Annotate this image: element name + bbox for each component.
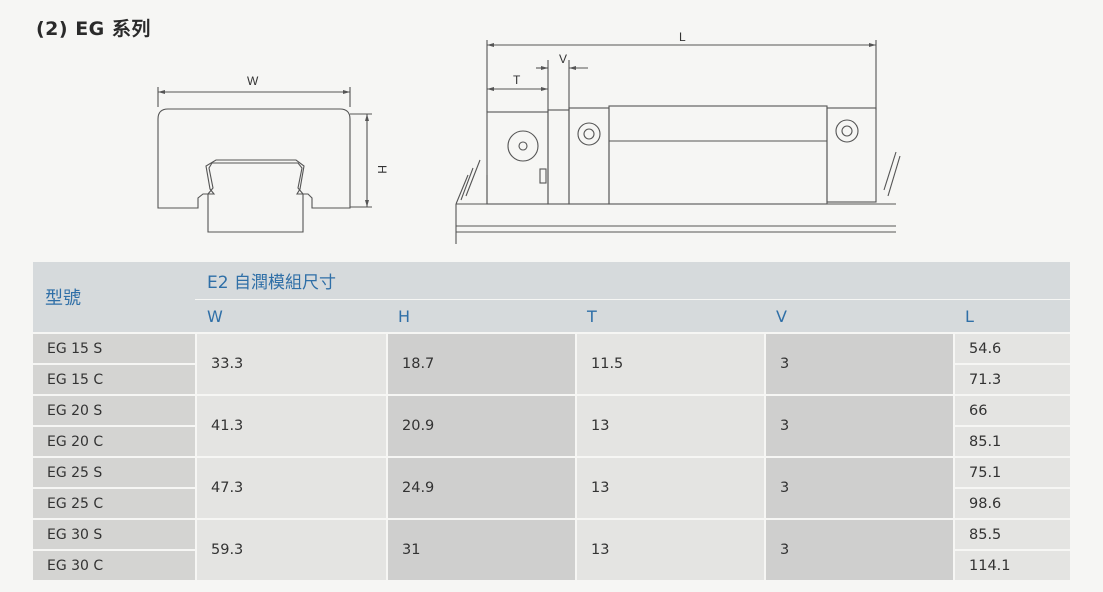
page-heading: (2) EG 系列 — [36, 18, 151, 40]
table-row: EG 25 C 98.6 — [33, 487, 1070, 518]
technical-drawing: W H L T V — [157, 30, 901, 244]
dim-label-l: L — [679, 30, 686, 44]
value-cell-w: 33.3 — [195, 332, 386, 394]
value-cell-l: 114.1 — [953, 549, 1070, 580]
model-cell: EG 15 C — [33, 363, 195, 394]
dim-label-h: H — [375, 165, 389, 174]
dim-label-t: T — [513, 73, 521, 87]
value-cell-l: 98.6 — [953, 487, 1070, 518]
column-header-l: L — [953, 300, 1070, 332]
column-header-t: T — [575, 300, 764, 332]
side-view-drawing — [455, 40, 901, 244]
group-header: E2 自潤模組尺寸 — [195, 262, 1070, 300]
value-cell-w: 59.3 — [195, 518, 386, 580]
table-row: EG 15 C 71.3 — [33, 363, 1070, 394]
value-cell-l: 85.5 — [953, 518, 1070, 549]
value-cell-t: 13 — [575, 394, 764, 456]
value-cell-w: 47.3 — [195, 456, 386, 518]
value-cell-l: 71.3 — [953, 363, 1070, 394]
table-row: EG 30 C 114.1 — [33, 549, 1070, 580]
column-header-w: W — [195, 300, 386, 332]
value-cell-h: 31 — [386, 518, 575, 580]
value-cell-l: 66 — [953, 394, 1070, 425]
value-cell-t: 13 — [575, 518, 764, 580]
value-cell-l: 75.1 — [953, 456, 1070, 487]
model-cell: EG 15 S — [33, 332, 195, 363]
model-cell: EG 25 C — [33, 487, 195, 518]
model-cell: EG 30 S — [33, 518, 195, 549]
value-cell-v: 3 — [764, 394, 953, 456]
value-cell-v: 3 — [764, 518, 953, 580]
table-row: EG 20 C 85.1 — [33, 425, 1070, 456]
model-cell: EG 20 C — [33, 425, 195, 456]
model-column-header: 型號 — [33, 262, 195, 332]
value-cell-l: 85.1 — [953, 425, 1070, 456]
dim-label-w: W — [247, 74, 259, 88]
value-cell-v: 3 — [764, 456, 953, 518]
value-cell-t: 11.5 — [575, 332, 764, 394]
dim-label-v: V — [559, 52, 567, 66]
front-view-drawing — [157, 87, 372, 233]
column-header-v: V — [764, 300, 953, 332]
value-cell-t: 13 — [575, 456, 764, 518]
value-cell-v: 3 — [764, 332, 953, 394]
value-cell-w: 41.3 — [195, 394, 386, 456]
value-cell-h: 24.9 — [386, 456, 575, 518]
model-cell: EG 25 S — [33, 456, 195, 487]
model-cell: EG 30 C — [33, 549, 195, 580]
value-cell-l: 54.6 — [953, 332, 1070, 363]
column-header-h: H — [386, 300, 575, 332]
value-cell-h: 20.9 — [386, 394, 575, 456]
value-cell-h: 18.7 — [386, 332, 575, 394]
model-cell: EG 20 S — [33, 394, 195, 425]
